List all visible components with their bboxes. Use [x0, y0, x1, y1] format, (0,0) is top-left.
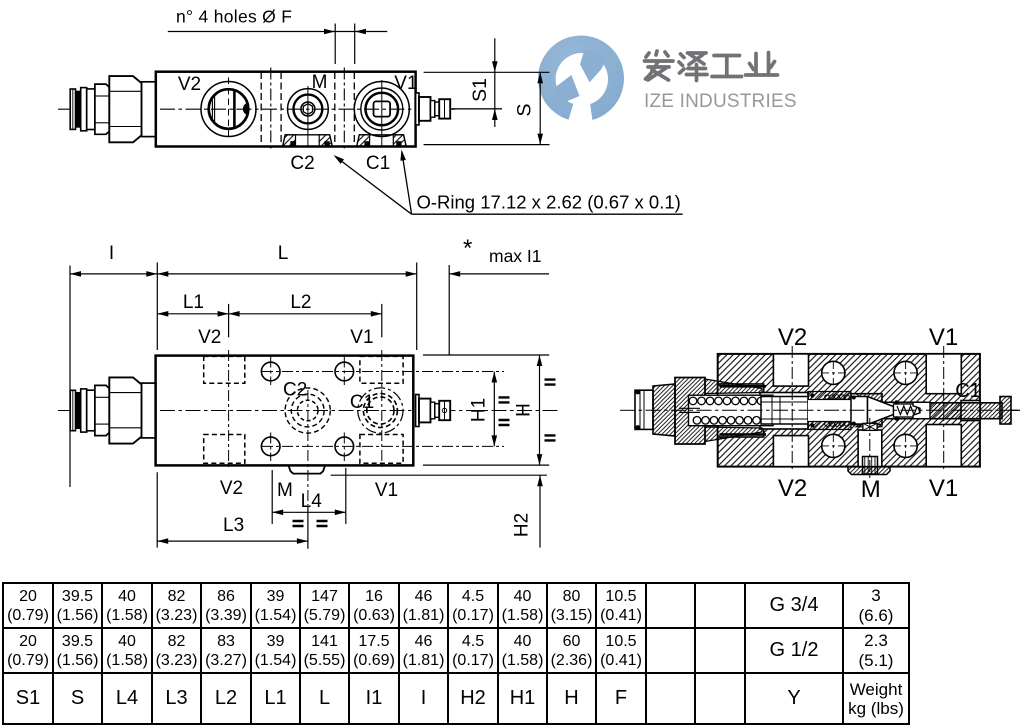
svg-text:L3: L3 [223, 515, 244, 536]
svg-text:C1: C1 [366, 153, 390, 174]
svg-text:L2: L2 [290, 292, 311, 313]
svg-text:H1: H1 [469, 398, 490, 422]
svg-text:M: M [277, 480, 293, 501]
svg-text:I: I [109, 243, 114, 264]
svg-text:V2: V2 [778, 324, 807, 351]
svg-text:S1: S1 [469, 78, 491, 102]
svg-text:V1: V1 [350, 327, 373, 348]
svg-text:L1: L1 [183, 292, 204, 313]
svg-text:M: M [312, 72, 328, 93]
svg-text:H: H [514, 403, 535, 417]
svg-text:C1: C1 [350, 392, 374, 413]
svg-text:V1: V1 [394, 73, 417, 94]
svg-text:L4: L4 [301, 491, 323, 512]
svg-text:H2: H2 [512, 513, 533, 537]
svg-text:max I1: max I1 [489, 246, 542, 266]
svg-text:IZE INDUSTRIES: IZE INDUSTRIES [644, 91, 797, 112]
svg-text:n° 4 holes Ø F: n° 4 holes Ø F [176, 7, 292, 27]
svg-text:C2: C2 [290, 153, 314, 174]
svg-text:C1: C1 [955, 380, 981, 402]
svg-text:*: * [463, 235, 472, 262]
svg-text:M: M [861, 476, 881, 503]
svg-text:L: L [278, 243, 289, 264]
svg-text:V2: V2 [198, 327, 221, 348]
svg-text:S: S [514, 103, 536, 116]
svg-text:V2: V2 [178, 74, 201, 95]
svg-text:V1: V1 [929, 324, 958, 351]
svg-text:O-Ring 17.12 x 2.62 (0.67 x 0.: O-Ring 17.12 x 2.62 (0.67 x 0.1) [417, 192, 681, 213]
svg-text:V1: V1 [929, 475, 958, 502]
svg-text:V2: V2 [220, 478, 243, 499]
svg-text:V2: V2 [778, 475, 807, 502]
svg-text:V1: V1 [375, 480, 398, 501]
svg-text:C2: C2 [283, 380, 307, 401]
